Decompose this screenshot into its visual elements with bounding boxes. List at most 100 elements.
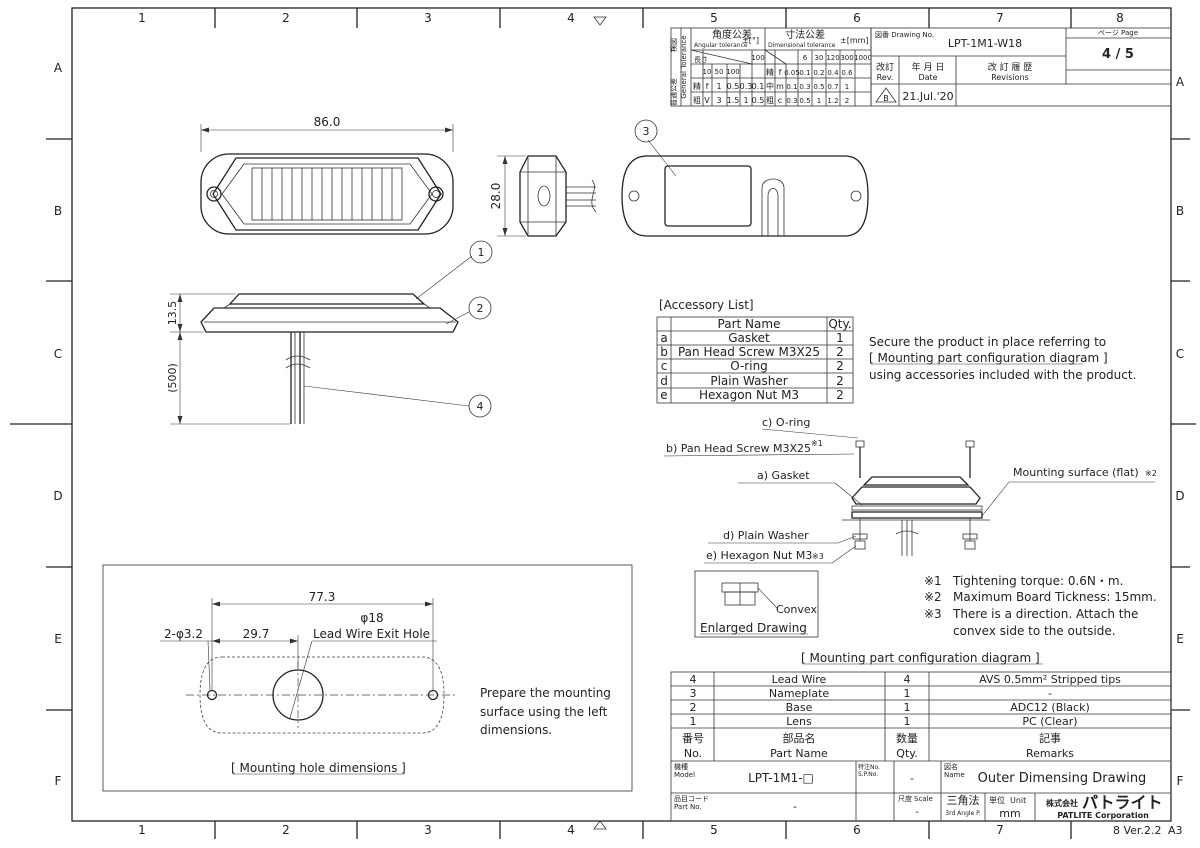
mounting-diagram: [663, 428, 1155, 638]
mounting-caption: [ Mounting part configuration diagram ]: [801, 651, 1040, 665]
dim-cell: 2: [845, 97, 849, 105]
title-block-top: [870, 27, 1172, 107]
accessory-name: Pan Head Screw M3X25: [678, 345, 820, 359]
balloon-2: 2: [477, 302, 484, 315]
spno-value: -: [910, 772, 914, 785]
height-dimension: 28.0: [489, 183, 503, 210]
page-label: ページ Page: [1098, 29, 1138, 37]
hole-panel: [102, 564, 633, 792]
header-remarks-en: Remarks: [1026, 747, 1074, 760]
accessory-header-qty: Qty.: [828, 317, 851, 331]
column-labels-top: 1 2 3 4 5 6 7 8: [138, 11, 1124, 25]
accessory-header-part: Part Name: [718, 317, 781, 331]
ang-cell: 1: [716, 82, 721, 91]
mounting-notes: ※1 Tightening torque: 0.6N・m. ※2 Maximum…: [801, 574, 1157, 665]
v-label: V: [704, 96, 710, 105]
balloon-4: 4: [477, 400, 484, 413]
dimensional-pm: ±[mm]: [840, 36, 869, 45]
col-label: 2: [282, 823, 290, 837]
dim-cell: 0.4: [827, 69, 839, 77]
dim-col: 120: [826, 54, 839, 62]
prepare-note-2: surface using the left: [480, 705, 608, 719]
accessory-name: O-ring: [730, 359, 768, 373]
label-mounting-surface: Mounting surface (flat): [1013, 466, 1139, 479]
angle-label-jp: 三角法: [947, 793, 980, 807]
tolerance-table: [670, 27, 872, 107]
general-tolerance-en: General Tolerance: [680, 35, 688, 98]
unit-value: mm: [999, 807, 1020, 820]
prepare-note-3: dimensions.: [480, 723, 552, 737]
side-view: [170, 240, 493, 425]
part-no: 2: [690, 701, 697, 714]
label-plain-washer: d) Plain Washer: [723, 529, 809, 542]
angular-tolerance-jp: 角度公差: [712, 28, 752, 41]
part-no: 4: [690, 673, 697, 686]
enlarged-drawing-label: Enlarged Drawing: [700, 621, 807, 635]
scale-label-en: Scale: [914, 795, 933, 803]
dimensional-tolerance-jp: 寸法公差: [785, 28, 825, 41]
grade-label: 中: [766, 81, 774, 91]
prepare-note-1: Prepare the mounting: [480, 686, 611, 700]
note-text-3: There is a direction. Attach the: [952, 607, 1138, 621]
row-label: A: [1176, 75, 1185, 89]
dim-cell: 1.2: [827, 97, 838, 105]
part-name: Lead Wire: [772, 673, 827, 686]
page-number: 4 / 5: [1102, 47, 1134, 62]
dim-cell: 0.2: [813, 69, 824, 77]
col-label: 4: [567, 823, 575, 837]
balloon-3: 3: [643, 125, 650, 138]
drawing-frame: [10, 7, 1196, 839]
grade-label: 精: [693, 81, 701, 91]
col-label: 5: [710, 823, 718, 837]
part-name: Nameplate: [769, 687, 830, 700]
col-label: 3: [424, 11, 432, 25]
partno-label-en: Part No.: [674, 803, 702, 811]
drawing-no-label: 図番 Drawing No.: [875, 31, 934, 39]
model-label-jp: 機種: [674, 762, 688, 771]
col-label: 5: [710, 11, 718, 25]
accessory-note-1: Secure the product in place referring to: [869, 335, 1106, 349]
unit-label-jp: 単位: [989, 795, 1005, 805]
name-label-jp: 図名: [944, 762, 958, 771]
dim-cell: 1: [845, 83, 849, 91]
grade-code: f: [779, 68, 782, 77]
accessory-note-2: [ Mounting part configuration diagram ]: [869, 351, 1108, 365]
rev-date: 21.Jul.'20: [902, 90, 953, 103]
dim-cell: 0.7: [827, 83, 838, 91]
grade-code: m: [776, 82, 784, 91]
accessory-qty: 2: [836, 374, 844, 388]
lens-ribs: [261, 168, 393, 220]
footer-size: A3: [1168, 824, 1183, 837]
accessory-name: Plain Washer: [710, 374, 787, 388]
label-hexagon-nut-note: ※3: [812, 552, 824, 561]
header-qty-jp: 数量: [896, 732, 918, 745]
part-qty: 1: [904, 701, 911, 714]
accessory-name: Hexagon Nut M3: [699, 388, 799, 402]
label-o-ring: c) O-ring: [762, 416, 810, 429]
accessory-key: a: [660, 331, 667, 345]
ang-cell: 1: [743, 96, 748, 105]
ang-cell: 3: [716, 96, 721, 105]
dim-col: 1000: [854, 54, 872, 62]
col-label: 1: [138, 823, 146, 837]
dim-col: 300: [840, 54, 853, 62]
convex-label: Convex: [776, 603, 817, 616]
header-qty-en: Qty.: [896, 747, 917, 760]
row-label: B: [1176, 204, 1184, 218]
hole-caption: [ Mounting hole dimensions ]: [231, 761, 406, 775]
col-label: 7: [996, 823, 1004, 837]
balloon-1: 1: [478, 246, 485, 259]
row-label: C: [1176, 347, 1184, 361]
lead-length-dimension: (500): [166, 363, 179, 393]
partno-label-jp: 品目コード: [674, 795, 709, 803]
column-labels-bottom: 1 2 3 4 5 6 7 8 Ver.2.2 A3: [138, 823, 1182, 837]
dim-col: 30: [815, 54, 824, 62]
dim-cell: 0.05: [784, 69, 800, 77]
revisions-en: Revisions: [991, 73, 1029, 82]
partno-value: -: [793, 800, 797, 813]
unit-label-en: Unit: [1010, 796, 1026, 805]
ang-col: 50: [715, 68, 724, 76]
company-jp: パトライト: [1082, 793, 1162, 812]
spno-label-en: S.P.No.: [858, 771, 878, 778]
col-label: 6: [853, 823, 861, 837]
